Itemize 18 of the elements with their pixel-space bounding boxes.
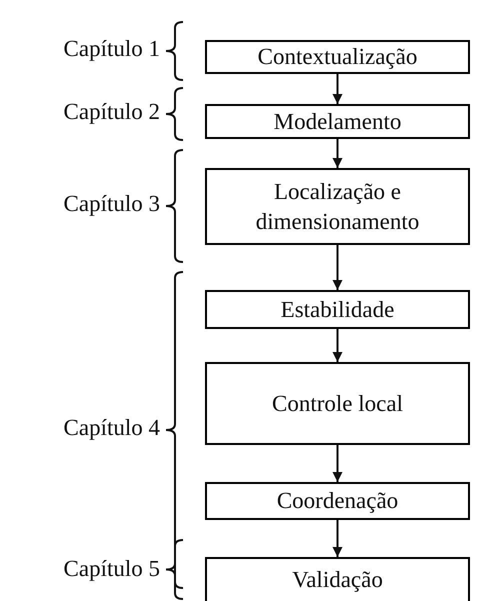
process-box: Coordenação <box>205 482 470 520</box>
chapter-label: Capítulo 3 <box>64 191 160 217</box>
process-box: Controle local <box>205 362 470 445</box>
process-box: Contextualização <box>205 40 470 74</box>
process-box: Estabilidade <box>205 290 470 329</box>
chapter-label: Capítulo 5 <box>64 556 160 582</box>
arrow <box>332 445 342 482</box>
process-box: Modelamento <box>205 104 470 139</box>
arrow <box>332 245 342 290</box>
process-box: Localização e dimensionamento <box>205 168 470 245</box>
process-box: Validação <box>205 557 470 601</box>
arrow <box>332 139 342 168</box>
arrow <box>332 329 342 362</box>
chapter-label: Capítulo 2 <box>64 99 160 125</box>
chapter-label: Capítulo 1 <box>64 36 160 62</box>
arrow <box>332 520 342 557</box>
arrow <box>332 74 342 104</box>
chapter-label: Capítulo 4 <box>64 415 160 441</box>
